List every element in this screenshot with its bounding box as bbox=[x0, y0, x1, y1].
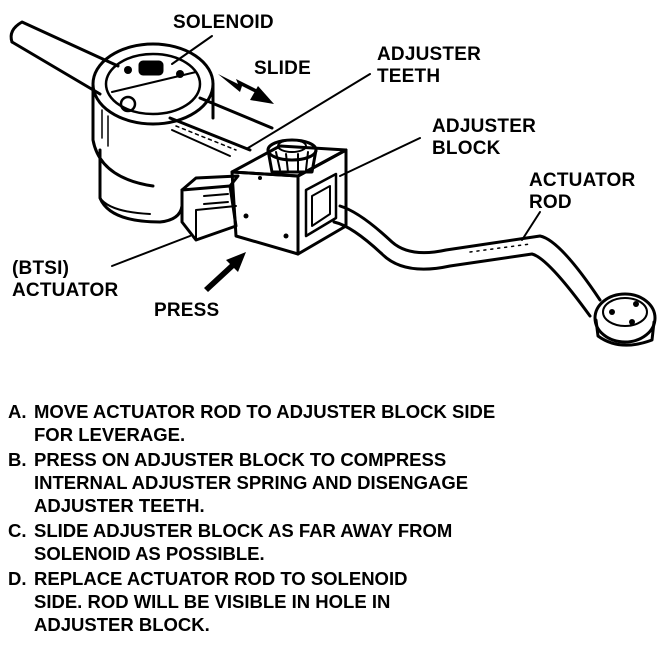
step-d-letter: D. bbox=[8, 568, 27, 589]
step-c-line1: C. SLIDE ADJUSTER BLOCK AS FAR AWAY FROM bbox=[8, 519, 668, 542]
step-d-line3: ADJUSTER BLOCK. bbox=[34, 614, 210, 635]
actuator-rod-part bbox=[332, 204, 602, 318]
label-btsi-line2: ACTUATOR bbox=[12, 280, 119, 301]
label-adjuster-teeth: ADJUSTER TEETH bbox=[377, 44, 481, 88]
step-b-line2: INTERNAL ADJUSTER SPRING AND DISENGAGE bbox=[34, 472, 469, 493]
label-press: PRESS bbox=[154, 300, 220, 321]
step-c-line2: SOLENOID AS POSSIBLE. bbox=[34, 543, 265, 564]
step-b-line1: B. PRESS ON ADJUSTER BLOCK TO COMPRESS bbox=[8, 448, 668, 471]
step-c-letter: C. bbox=[8, 520, 27, 541]
slide-rail bbox=[168, 96, 274, 157]
slide-arrow bbox=[218, 74, 274, 104]
press-arrow bbox=[204, 252, 246, 292]
step-a-line2: FOR LEVERAGE. bbox=[34, 424, 186, 445]
step-d-text1: REPLACE ACTUATOR ROD TO SOLENOID bbox=[34, 568, 408, 589]
adjuster-block-part bbox=[230, 144, 348, 256]
label-actuator-rod-line1: ACTUATOR bbox=[529, 170, 636, 191]
label-adjuster-teeth-line1: ADJUSTER bbox=[377, 44, 482, 65]
label-slide: SLIDE bbox=[254, 58, 311, 79]
leader-lines bbox=[111, 35, 541, 267]
label-btsi-line1: (BTSI) bbox=[12, 258, 70, 279]
instruction-steps: A. MOVE ACTUATOR ROD TO ADJUSTER BLOCK SI… bbox=[8, 400, 668, 638]
label-actuator-rod-line2: ROD bbox=[529, 192, 572, 213]
step-b-letter: B. bbox=[8, 449, 27, 470]
step-a: A. MOVE ACTUATOR ROD TO ADJUSTER BLOCK SI… bbox=[8, 400, 668, 446]
step-c: C.SLIDE ADJUSTER BLOCK AS FAR AWAY FROM … bbox=[8, 519, 668, 565]
rod-end-cap bbox=[593, 292, 657, 347]
step-b-line3: ADJUSTER TEETH. bbox=[34, 495, 205, 516]
btsi-actuator-part bbox=[180, 174, 240, 242]
upper-rod bbox=[9, 20, 120, 96]
step-b: B. PRESS ON ADJUSTER BLOCK TO COMPRESS IN… bbox=[8, 448, 668, 517]
label-adjuster-teeth-line2: TEETH bbox=[377, 66, 441, 87]
label-adjuster-block-line2: BLOCK bbox=[432, 138, 501, 159]
label-actuator-rod: ACTUATOR ROD bbox=[529, 170, 635, 214]
step-c-text1: SLIDE ADJUSTER BLOCK AS FAR AWAY FROM bbox=[34, 520, 453, 541]
label-adjuster-block-line1: ADJUSTER bbox=[432, 116, 537, 137]
step-a-text1: MOVE ACTUATOR ROD TO ADJUSTER BLOCK SIDE bbox=[34, 401, 496, 422]
step-d: D. REPLACE ACTUATOR ROD TO SOLENOID SIDE.… bbox=[8, 567, 668, 636]
step-b-text1: PRESS ON ADJUSTER BLOCK TO COMPRESS bbox=[34, 449, 447, 470]
mechanism-illustration bbox=[9, 20, 657, 347]
solenoid-body bbox=[91, 42, 215, 224]
step-a-letter: A. bbox=[8, 401, 27, 422]
label-solenoid: SOLENOID bbox=[173, 12, 274, 33]
label-btsi-actuator: (BTSI) ACTUATOR bbox=[12, 258, 118, 302]
step-a-line1: A. MOVE ACTUATOR ROD TO ADJUSTER BLOCK SI… bbox=[8, 400, 668, 423]
label-adjuster-block: ADJUSTER BLOCK bbox=[432, 116, 536, 160]
adjuster-teeth-part bbox=[266, 138, 318, 174]
step-d-line2: SIDE. ROD WILL BE VISIBLE IN HOLE IN bbox=[34, 591, 391, 612]
step-d-line1: D. REPLACE ACTUATOR ROD TO SOLENOID bbox=[8, 567, 668, 590]
